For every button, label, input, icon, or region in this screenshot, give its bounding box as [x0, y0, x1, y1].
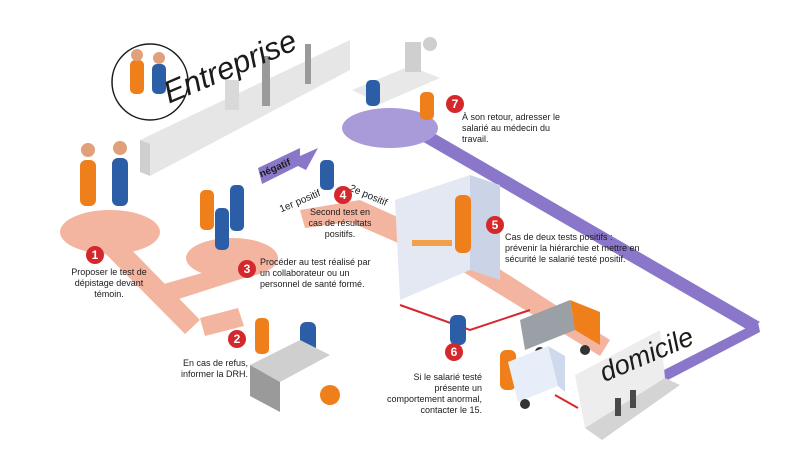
step-badge: 3 [238, 260, 256, 278]
step-text: Procéder au test réalisé par un collabor… [260, 257, 371, 289]
doctor-office [352, 37, 440, 120]
red-arrows [399, 304, 579, 409]
step-badge: 7 [446, 95, 464, 113]
step-text: Cas de deux tests positifs : prévenir la… [505, 232, 640, 264]
step-badge: 1 [86, 246, 104, 264]
salmon-path [60, 200, 610, 356]
step-badge: 5 [486, 216, 504, 234]
step-badge: 4 [334, 186, 352, 204]
ambulance [508, 346, 565, 409]
zoom-bubble [111, 43, 189, 121]
enterprise-building [140, 40, 350, 176]
isolation-room [395, 175, 500, 300]
step-text: Proposer le test de dépistage devant tém… [71, 267, 147, 299]
step-badge: 6 [445, 343, 463, 361]
home-building [575, 330, 680, 440]
step-badge: 2 [228, 330, 246, 348]
step-text: À son retour, adresser le salarié au méd… [462, 112, 561, 144]
step-text: Si le salarié testé présente un comporte… [386, 372, 482, 415]
purple-path [258, 108, 760, 382]
step-text: En cas de refus, informer la DRH. [180, 358, 248, 379]
step-text: Second test en cas de résultats positifs… [308, 207, 372, 239]
drh-desk [250, 340, 340, 412]
